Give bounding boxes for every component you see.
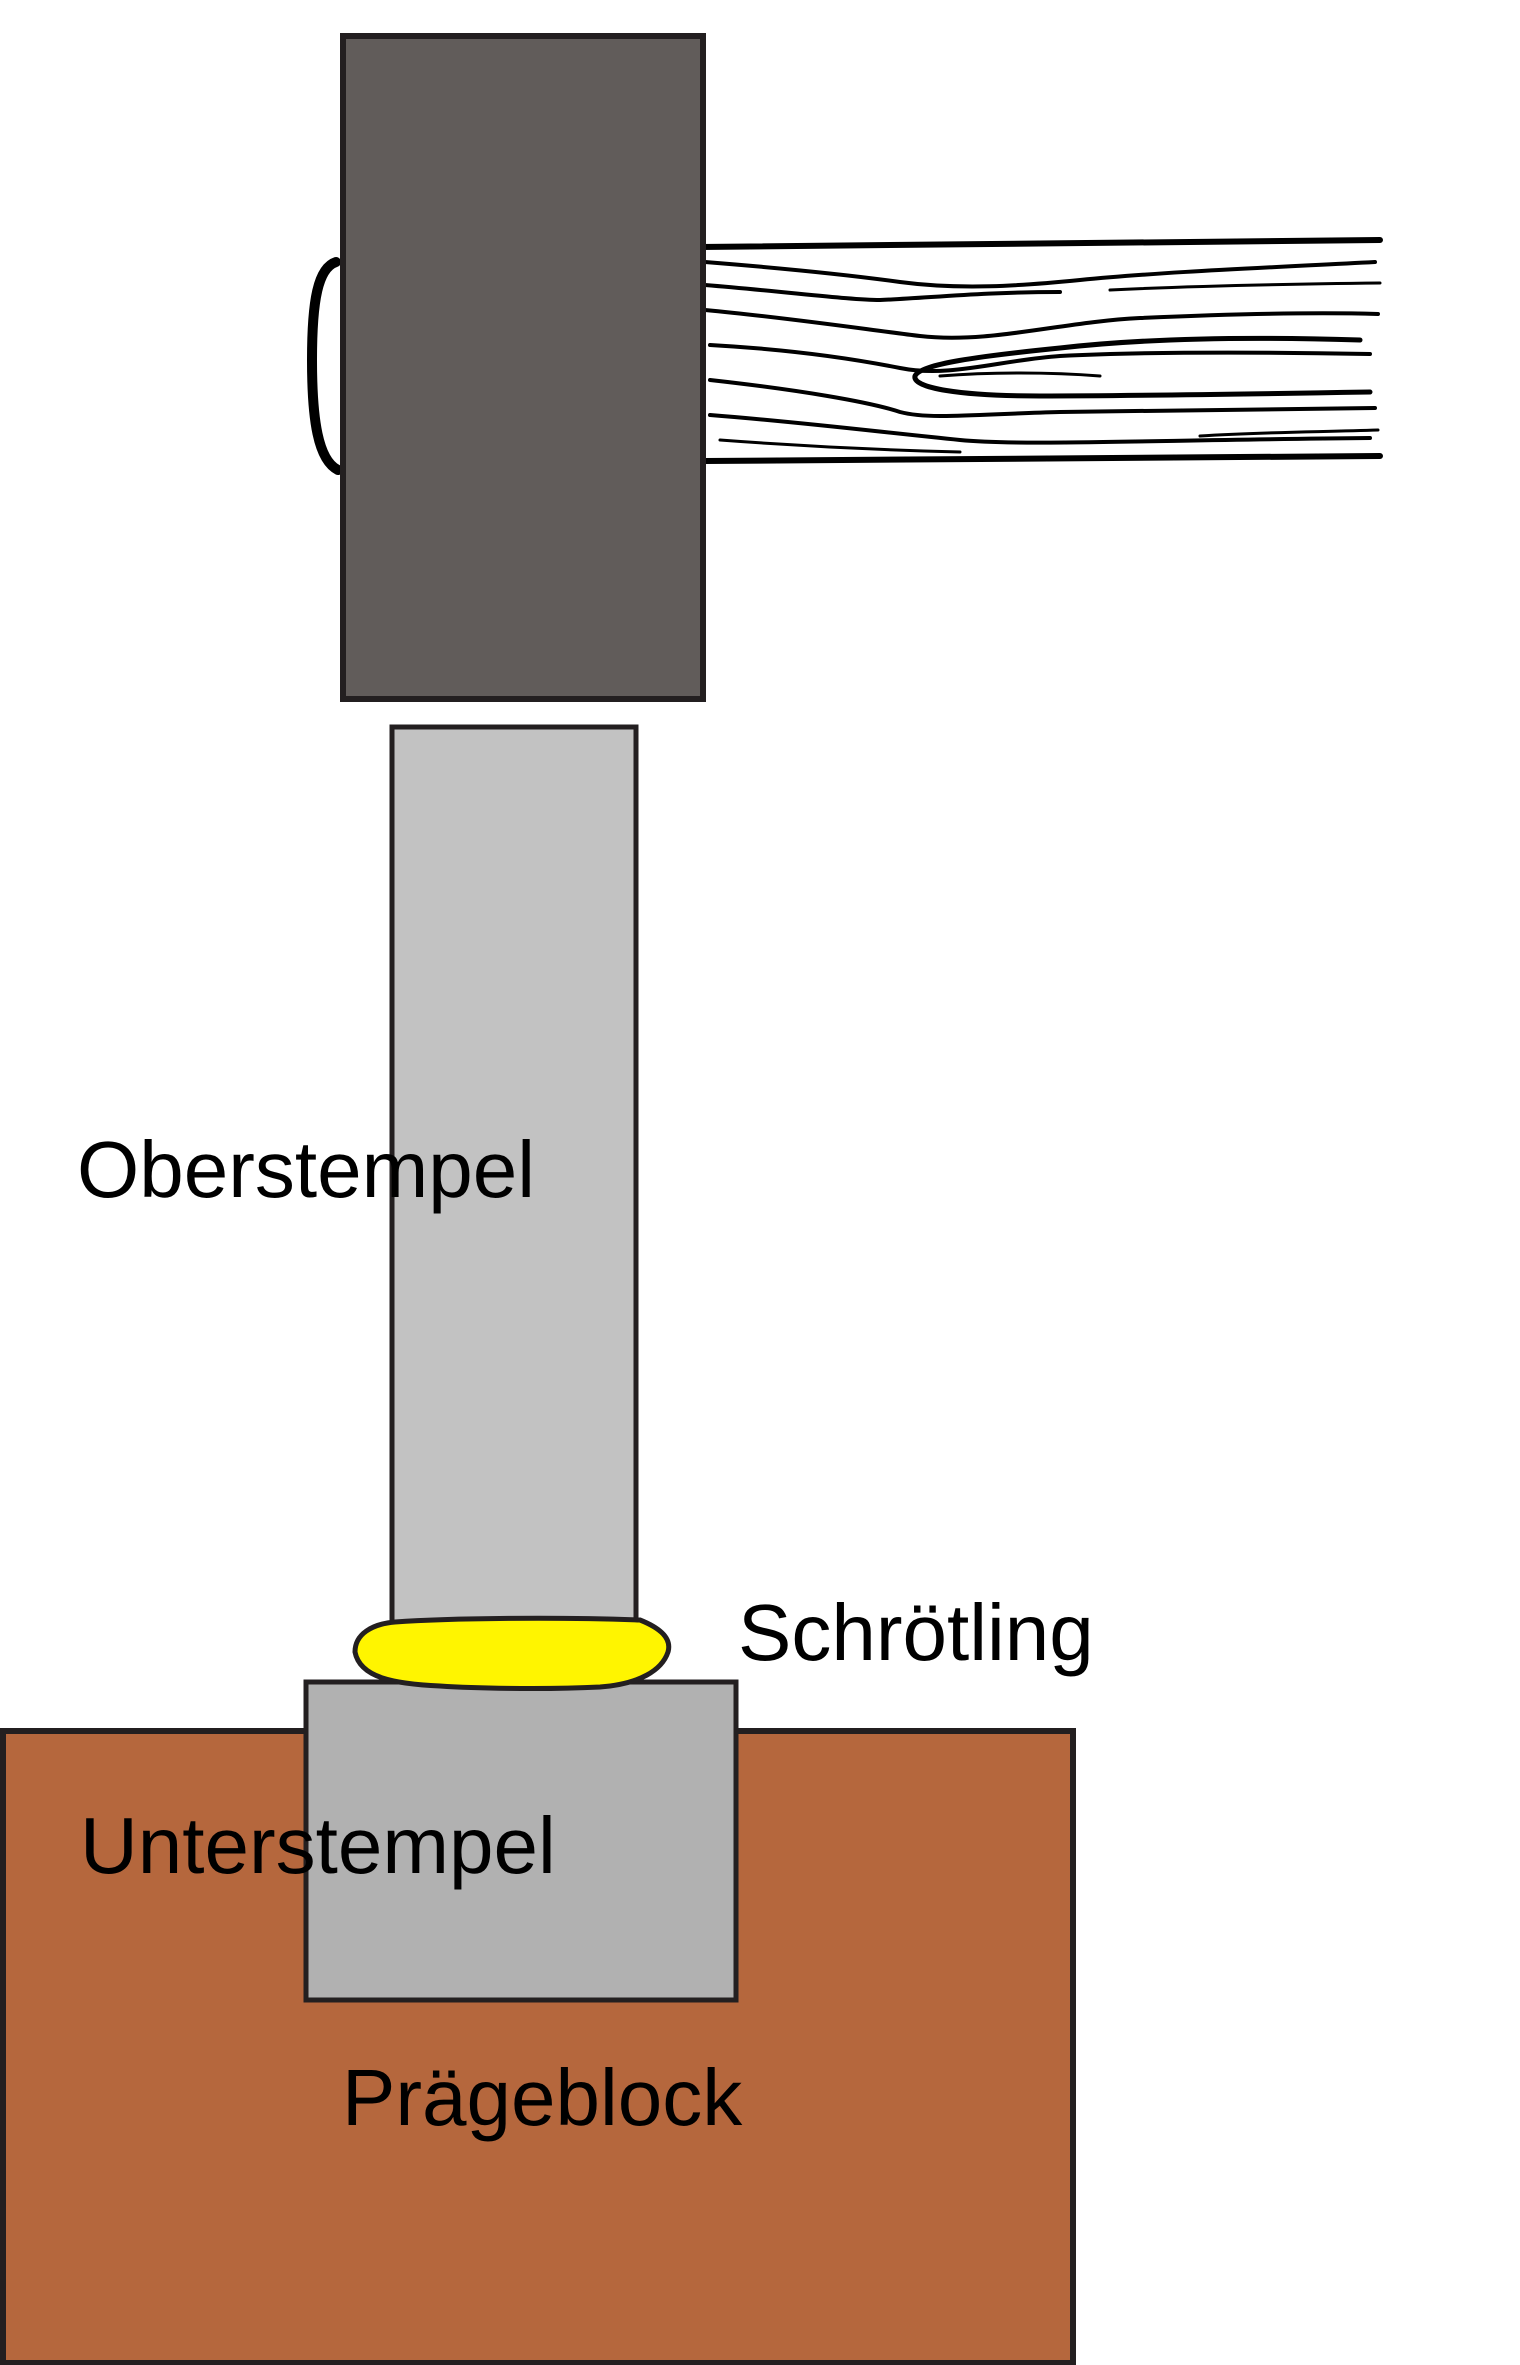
label-upper-die: Oberstempel xyxy=(77,1125,535,1214)
hammer-head xyxy=(340,33,706,702)
upper-die xyxy=(389,724,639,1630)
label-minting-block: Prägeblock xyxy=(342,2053,743,2142)
coin-blank xyxy=(352,1615,672,1692)
hammer-handle xyxy=(697,237,1383,464)
label-lower-die: Unterstempel xyxy=(80,1801,556,1890)
lower-die xyxy=(303,1679,739,2003)
hammer-strike-face xyxy=(306,257,343,475)
label-coin-blank: Schrötling xyxy=(738,1588,1094,1677)
